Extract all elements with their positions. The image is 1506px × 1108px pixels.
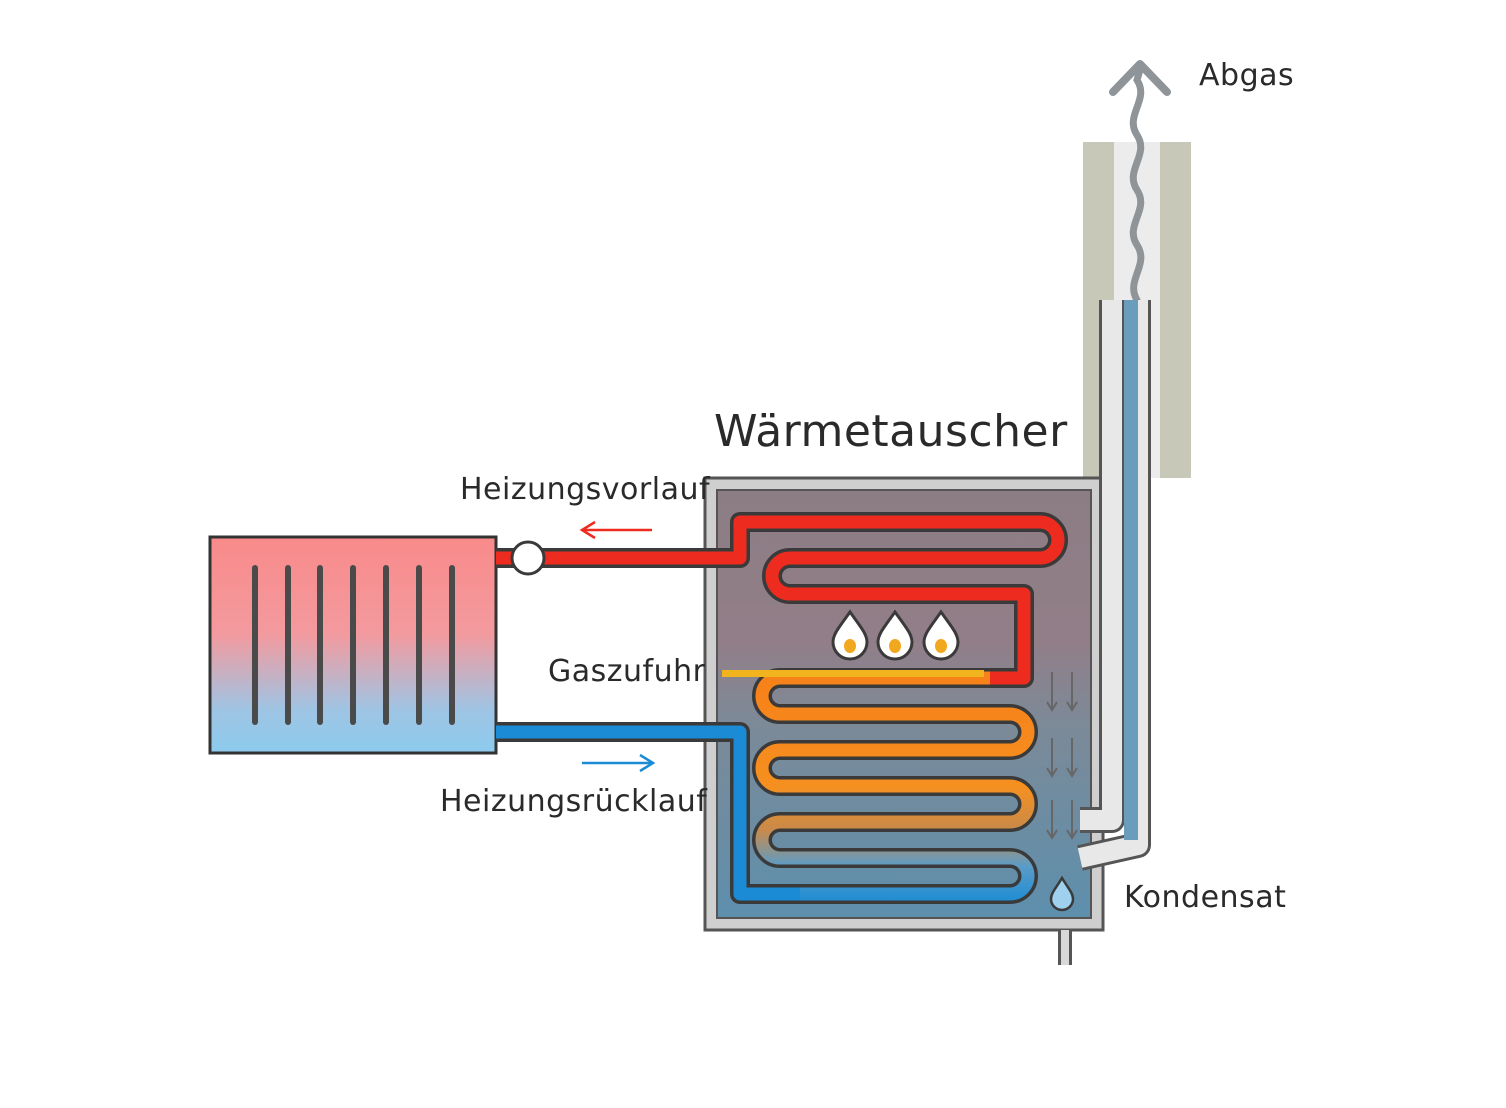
arrow-left-icon	[579, 520, 652, 540]
flue-gas-down-arrows	[1046, 672, 1078, 840]
exhaust-label: Abgas	[1199, 58, 1294, 93]
radiator	[208, 535, 498, 755]
droplet-icon	[1049, 875, 1075, 912]
flame-icon	[922, 609, 960, 661]
flame-icon	[876, 609, 914, 661]
flame-icon	[831, 609, 869, 661]
flow-pipe	[496, 512, 1068, 688]
condensate-label: Kondensat	[1124, 880, 1286, 915]
heat-exchanger-coil	[496, 668, 1038, 904]
flue-pipe	[1077, 300, 1151, 871]
flames	[831, 609, 960, 661]
flow-label: Heizungsvorlauf	[460, 472, 711, 507]
title-label: Wärmetauscher	[714, 406, 1068, 457]
gas-supply-label: Gaszufuhr	[548, 654, 706, 689]
exhaust-arrow-icon	[1109, 60, 1171, 304]
arrow-right-icon	[582, 753, 656, 773]
return-label: Heizungsrücklauf	[440, 784, 708, 819]
valve-icon	[510, 540, 546, 576]
burner-bar	[722, 670, 984, 677]
